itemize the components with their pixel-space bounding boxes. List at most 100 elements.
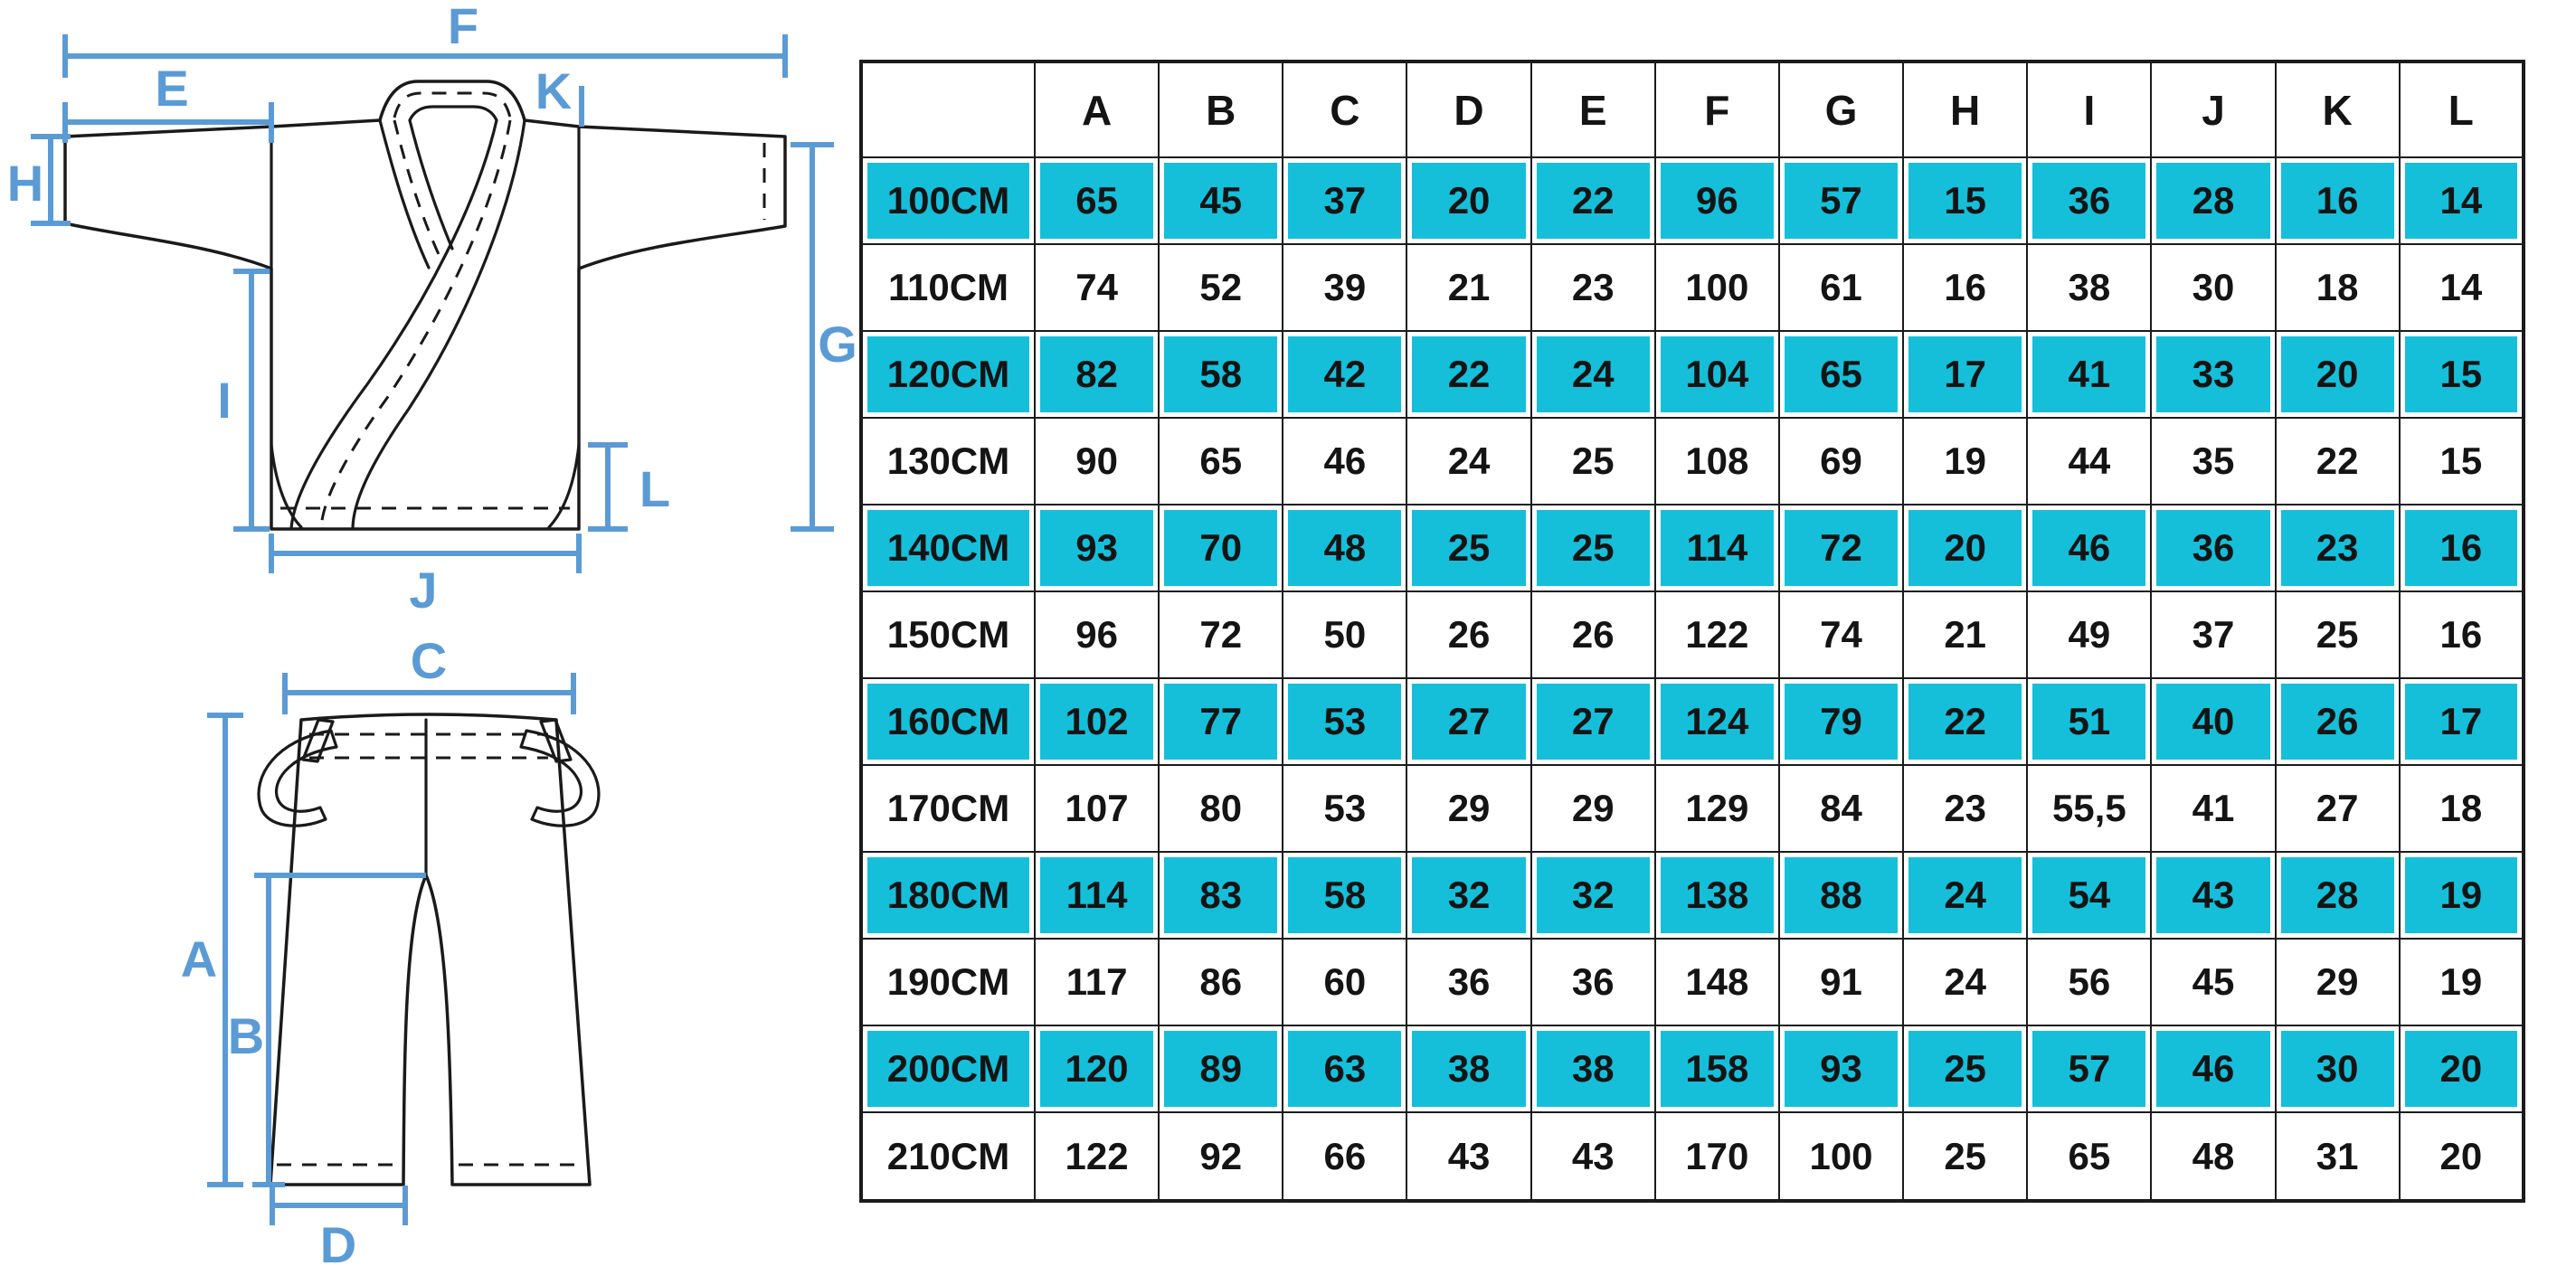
cell-140CM-F: 114 (1653, 504, 1780, 592)
cell-200CM-F: 158 (1653, 1025, 1780, 1113)
cell-150CM-D: 26 (1406, 590, 1532, 679)
cell-160CM-J: 40 (2150, 677, 2277, 766)
cell-140CM-B: 70 (1158, 504, 1284, 592)
cell-190CM-K: 29 (2274, 938, 2401, 1026)
cell-150CM-J: 37 (2150, 590, 2277, 679)
cell-190CM-B: 86 (1158, 938, 1284, 1026)
cell-100CM-B: 45 (1158, 156, 1284, 245)
dimension-line-C (282, 673, 576, 714)
cell-140CM-D: 25 (1406, 504, 1532, 592)
cell-210CM-F: 170 (1653, 1111, 1780, 1202)
cell-100CM-I: 36 (2026, 156, 2153, 245)
cell-200CM-D: 38 (1406, 1025, 1532, 1113)
cell-150CM-G: 74 (1777, 590, 1905, 679)
cell-180CM-L: 19 (2398, 851, 2525, 940)
cell-140CM-A: 93 (1033, 504, 1160, 592)
cell-170CM-I: 55,5 (2026, 764, 2153, 853)
cell-160CM-K: 26 (2274, 677, 2401, 766)
cell-100CM-C: 37 (1282, 156, 1408, 245)
cell-110CM-K: 18 (2274, 243, 2401, 332)
cell-130CM-C: 46 (1282, 417, 1408, 505)
right-drawstring (519, 729, 601, 827)
cell-190CM-D: 36 (1406, 938, 1532, 1026)
cell-160CM-B: 77 (1158, 677, 1284, 766)
cell-200CM-A: 120 (1033, 1025, 1160, 1113)
column-header-E: E (1530, 61, 1656, 158)
cell-170CM-D: 29 (1406, 764, 1532, 853)
collar-inner-edge (408, 105, 498, 122)
left-drawstring (257, 729, 338, 827)
row-size-label: 160CM (860, 677, 1036, 766)
cell-180CM-H: 24 (1902, 851, 2029, 940)
cell-130CM-F: 108 (1653, 417, 1780, 505)
column-header-G: G (1777, 61, 1905, 158)
dimension-line-H (31, 134, 71, 226)
dim-label-E: E (155, 60, 188, 117)
cell-160CM-L: 17 (2398, 677, 2525, 766)
right-tie-loop (539, 718, 573, 763)
cell-110CM-L: 14 (2398, 243, 2525, 332)
row-size-label: 150CM (860, 590, 1036, 679)
cell-150CM-A: 96 (1033, 590, 1160, 679)
cell-190CM-E: 36 (1530, 938, 1656, 1026)
cell-170CM-A: 107 (1033, 764, 1160, 853)
column-header-K: K (2274, 61, 2401, 158)
cell-210CM-B: 92 (1158, 1111, 1284, 1202)
corner-cell (860, 61, 1036, 158)
column-header-L: L (2398, 61, 2525, 158)
cell-130CM-A: 90 (1033, 417, 1160, 505)
cell-120CM-A: 82 (1033, 330, 1160, 419)
cell-190CM-H: 24 (1902, 938, 2029, 1026)
cell-130CM-K: 22 (2274, 417, 2401, 505)
dimension-line-G (791, 142, 834, 532)
cell-130CM-L: 15 (2398, 417, 2525, 505)
cell-150CM-F: 122 (1653, 590, 1780, 679)
dimension-line-L (588, 442, 628, 532)
cell-160CM-H: 22 (1902, 677, 2029, 766)
cell-140CM-G: 72 (1777, 504, 1905, 592)
cell-170CM-F: 129 (1653, 764, 1780, 853)
cell-200CM-C: 63 (1282, 1025, 1408, 1113)
cell-140CM-K: 23 (2274, 504, 2401, 592)
cell-100CM-E: 22 (1530, 156, 1656, 245)
dim-label-H: H (7, 155, 43, 212)
left-side-vent (270, 443, 303, 529)
cell-170CM-G: 84 (1777, 764, 1905, 853)
cell-120CM-I: 41 (2026, 330, 2153, 419)
cell-160CM-A: 102 (1033, 677, 1160, 766)
cell-190CM-J: 45 (2150, 938, 2277, 1026)
cell-210CM-G: 100 (1777, 1111, 1905, 1202)
right-lapel-stitch-line (319, 119, 512, 530)
dim-label-F: F (448, 0, 478, 54)
cell-180CM-E: 32 (1530, 851, 1656, 940)
dimension-line-J (269, 534, 582, 573)
cell-110CM-F: 100 (1653, 243, 1780, 332)
left-lapel-outer-edge (378, 118, 431, 269)
cell-200CM-G: 93 (1777, 1025, 1905, 1113)
cell-150CM-C: 50 (1282, 590, 1408, 679)
cell-180CM-J: 43 (2150, 851, 2277, 940)
left-lapel-stitch-line (393, 119, 443, 261)
column-header-D: D (1406, 61, 1532, 158)
dim-label-L: L (639, 460, 670, 517)
dim-label-A: A (181, 931, 217, 987)
cell-200CM-H: 25 (1902, 1025, 2029, 1113)
dim-label-B: B (228, 1007, 264, 1064)
cell-100CM-J: 28 (2150, 156, 2277, 245)
cell-200CM-E: 38 (1530, 1025, 1656, 1113)
cell-160CM-F: 124 (1653, 677, 1780, 766)
row-size-label: 170CM (860, 764, 1036, 853)
cell-170CM-L: 18 (2398, 764, 2525, 853)
cell-150CM-K: 25 (2274, 590, 2401, 679)
cell-100CM-L: 14 (2398, 156, 2525, 245)
cell-150CM-H: 21 (1902, 590, 2029, 679)
cell-120CM-B: 58 (1158, 330, 1284, 419)
cell-160CM-E: 27 (1530, 677, 1656, 766)
right-lapel-inner-edge (289, 118, 498, 531)
